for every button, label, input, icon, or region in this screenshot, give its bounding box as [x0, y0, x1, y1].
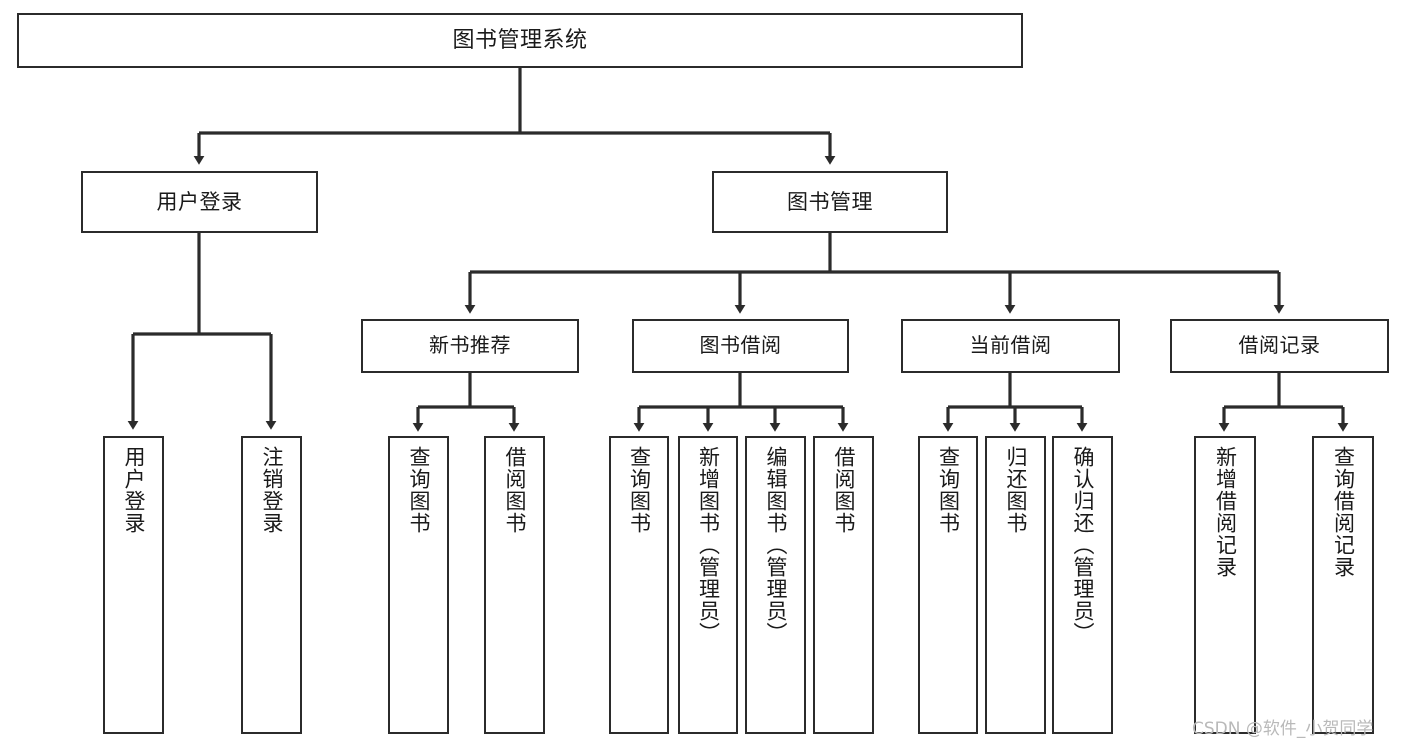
node-leaf-add-borrow-record[interactable]: 新增借阅记录 [1194, 436, 1256, 734]
node-leaf-edit-book-admin[interactable]: 编辑图书（管理员） [745, 436, 806, 734]
node-leaf-borrow-book-label: 借阅图书 [831, 446, 856, 534]
node-leaf-query-book-rec-label: 查询图书 [406, 446, 431, 534]
node-borrow-record[interactable]: 借阅记录 [1170, 319, 1389, 373]
node-leaf-query-book-rec[interactable]: 查询图书 [388, 436, 449, 734]
node-book-borrow[interactable]: 图书借阅 [632, 319, 849, 373]
node-leaf-return-book[interactable]: 归还图书 [985, 436, 1046, 734]
node-book-borrow-label: 图书借阅 [699, 333, 782, 358]
node-new-book-rec[interactable]: 新书推荐 [361, 319, 579, 373]
node-leaf-confirm-return-admin-label: 确认归还（管理员） [1070, 446, 1095, 644]
node-leaf-add-book-admin-label: 新增图书（管理员） [696, 446, 721, 644]
node-leaf-user-logout[interactable]: 注销登录 [241, 436, 302, 734]
node-leaf-borrow-book-rec-label: 借阅图书 [502, 446, 527, 534]
node-leaf-add-book-admin[interactable]: 新增图书（管理员） [678, 436, 738, 734]
node-leaf-user-login-label: 用户登录 [121, 446, 146, 534]
node-leaf-user-login[interactable]: 用户登录 [103, 436, 164, 734]
watermark: CSDN @软件_小贺同学 [1192, 719, 1374, 739]
node-current-borrow[interactable]: 当前借阅 [901, 319, 1120, 373]
node-leaf-query-book-borrow[interactable]: 查询图书 [609, 436, 669, 734]
node-leaf-borrow-book[interactable]: 借阅图书 [813, 436, 874, 734]
node-leaf-query-borrow-record[interactable]: 查询借阅记录 [1312, 436, 1374, 734]
node-leaf-query-borrow-record-label: 查询借阅记录 [1331, 446, 1356, 578]
node-book-manage[interactable]: 图书管理 [712, 171, 948, 233]
node-user-login[interactable]: 用户登录 [81, 171, 318, 233]
node-leaf-user-logout-label: 注销登录 [259, 446, 284, 534]
node-leaf-return-book-label: 归还图书 [1003, 446, 1028, 534]
node-leaf-edit-book-admin-label: 编辑图书（管理员） [763, 446, 788, 644]
node-root-label: 图书管理系统 [452, 27, 588, 53]
node-borrow-record-label: 借阅记录 [1238, 333, 1321, 358]
node-leaf-add-borrow-record-label: 新增借阅记录 [1213, 446, 1238, 578]
node-leaf-borrow-book-rec[interactable]: 借阅图书 [484, 436, 545, 734]
node-leaf-query-book-borrow-label: 查询图书 [627, 446, 652, 534]
node-root[interactable]: 图书管理系统 [17, 13, 1023, 68]
node-user-login-label: 用户登录 [156, 189, 243, 214]
node-new-book-rec-label: 新书推荐 [429, 333, 511, 358]
node-book-manage-label: 图书管理 [787, 189, 873, 214]
node-leaf-query-book-current-label: 查询图书 [936, 446, 961, 534]
node-leaf-confirm-return-admin[interactable]: 确认归还（管理员） [1052, 436, 1113, 734]
node-leaf-query-book-current[interactable]: 查询图书 [918, 436, 978, 734]
node-current-borrow-label: 当前借阅 [969, 333, 1052, 358]
